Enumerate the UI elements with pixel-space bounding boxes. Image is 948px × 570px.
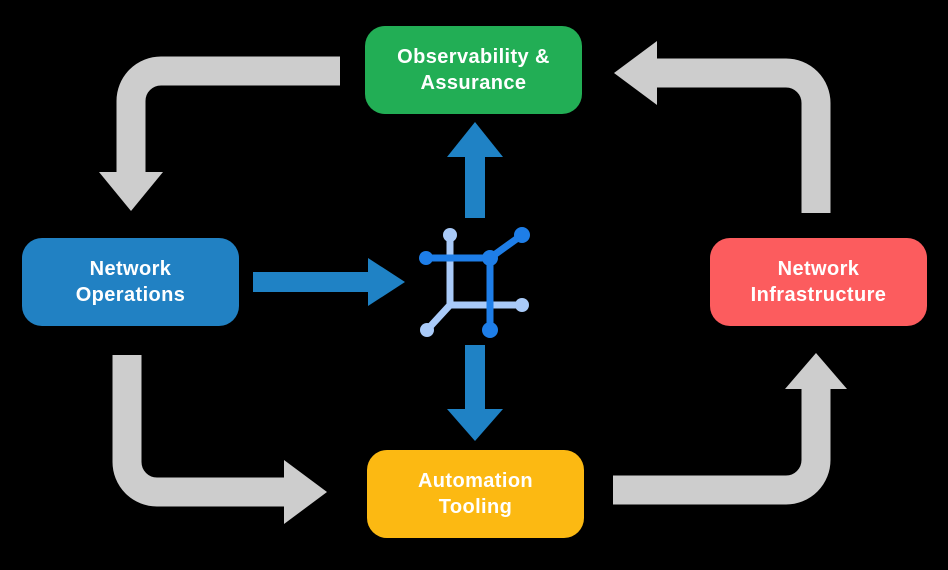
node-label-observability-assurance: Observability & Assurance bbox=[397, 45, 550, 94]
network-mesh-icon-dark-part bbox=[419, 227, 530, 338]
flow-arrow-operations-to-center bbox=[253, 258, 405, 306]
cycle-arrow-elbow bbox=[116, 56, 340, 173]
cycle-arrow-observability-to-operations bbox=[99, 56, 340, 211]
cycle-arrow-infrastructure-to-observability bbox=[614, 41, 831, 213]
node-network-operations: Network Operations bbox=[22, 238, 239, 326]
arrowhead-down-icon bbox=[447, 409, 503, 441]
arrowhead-up-icon bbox=[447, 122, 503, 157]
node-network-infrastructure: Network Infrastructure bbox=[710, 238, 927, 326]
flow-arrow-center-to-observability bbox=[447, 122, 503, 218]
cycle-arrow-elbow bbox=[112, 355, 284, 507]
cycle-arrow-operations-to-automation bbox=[112, 355, 327, 524]
node-automation-tooling: Automation Tooling bbox=[367, 450, 584, 538]
cycle-arrow-automation-to-infrastructure bbox=[613, 353, 847, 505]
flow-arrow-center-to-automation bbox=[447, 345, 503, 441]
node-label-automation-tooling: Automation Tooling bbox=[417, 469, 534, 518]
node-label-network-infrastructure: Network Infrastructure bbox=[750, 257, 887, 306]
node-label-network-operations: Network Operations bbox=[75, 257, 186, 306]
arrowhead-up-icon bbox=[785, 353, 847, 389]
arrowhead-left-icon bbox=[614, 41, 657, 105]
arrowhead-down-icon bbox=[99, 172, 163, 211]
cycle-arrow-elbow bbox=[613, 389, 831, 505]
cycle-arrow-elbow bbox=[657, 58, 831, 213]
node-observability-assurance: Observability & Assurance bbox=[365, 26, 582, 114]
arrowhead-right-icon bbox=[368, 258, 405, 306]
arrowhead-right-icon bbox=[284, 460, 327, 524]
network-mesh-icon bbox=[419, 227, 530, 338]
network-mesh-icon-light-part bbox=[420, 228, 529, 337]
